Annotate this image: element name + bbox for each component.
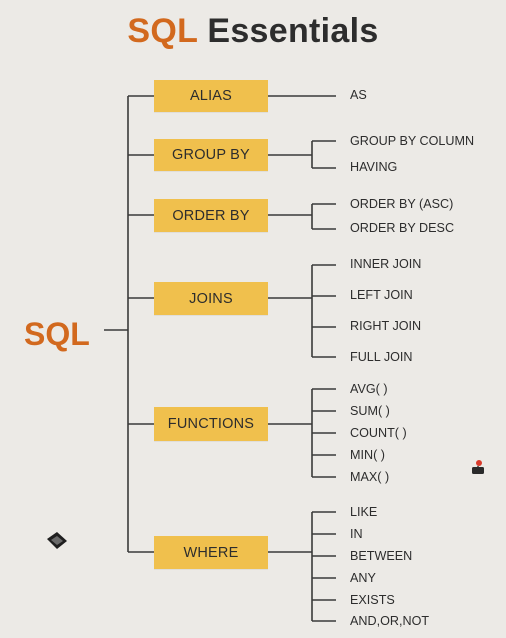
title-rest: Essentials [207,12,379,50]
leaf-item: HAVING [350,160,398,174]
leaf-item: AVG( ) [350,382,388,396]
category-alias: ALIAS [154,80,268,112]
pushpin-icon [472,460,484,474]
leaf-item: RIGHT JOIN [350,319,422,333]
leaf-item: EXISTS [350,593,395,607]
leaf-item: AND,OR,NOT [350,614,430,628]
category-joins: JOINS [154,282,268,315]
decorative-marker-icon [47,532,67,549]
leaf-item: COUNT( ) [350,426,407,440]
category-order-by: ORDER BY [154,199,268,232]
leaf-item: ORDER BY (ASC) [350,197,454,211]
category-functions: FUNCTIONS [154,407,268,441]
page-title: SQL Essentials [0,10,506,52]
title-accent: SQL [127,12,198,50]
leaf-item: MIN( ) [350,448,385,462]
leaf-item: ANY [350,571,376,585]
leaf-item: SUM( ) [350,404,390,418]
root-node: SQL [24,316,90,352]
leaf-item: LIKE [350,505,378,519]
leaf-item: BETWEEN [350,549,413,563]
leaf-item: IN [350,527,363,541]
leaf-item: GROUP BY COLUMN [350,134,475,148]
leaf-item: MAX( ) [350,470,390,484]
leaf-item: LEFT JOIN [350,288,413,302]
category-group-by: GROUP BY [154,139,268,171]
leaf-item: ORDER BY DESC [350,221,455,235]
leaf-item: FULL JOIN [350,350,413,364]
category-where: WHERE [154,536,268,569]
leaf-item: AS [350,88,367,102]
leaf-item: INNER JOIN [350,257,422,271]
